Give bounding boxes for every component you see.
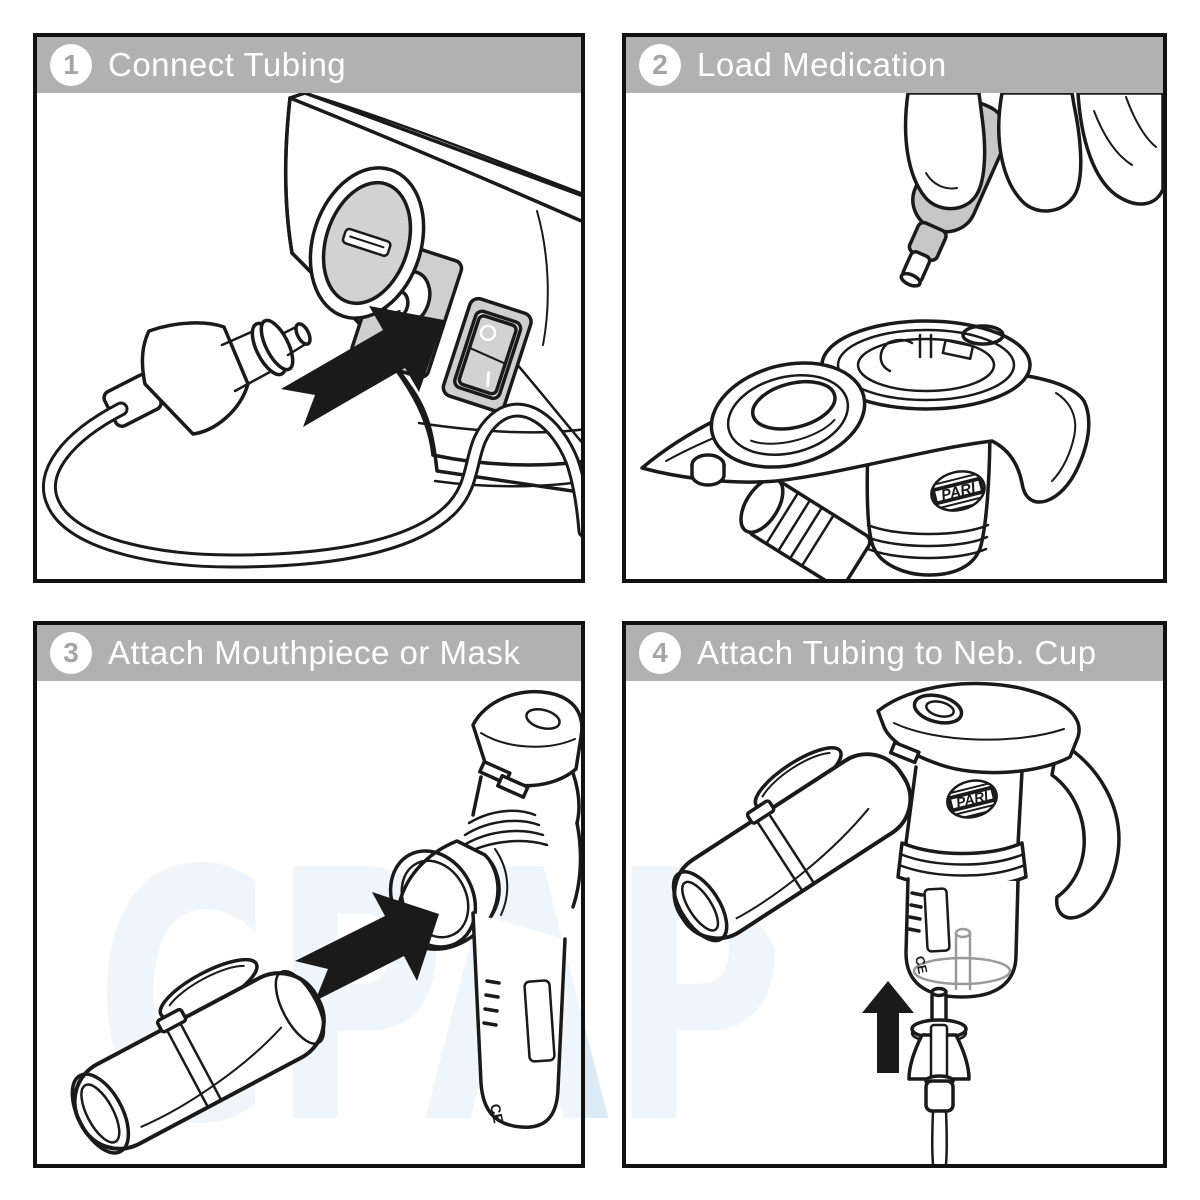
nebulizer-cup-open: PARI (640, 319, 1091, 579)
scale-marks (482, 979, 501, 1027)
power-on-symbol-icon (486, 371, 491, 387)
air-tube (931, 1109, 948, 1164)
cup-label (523, 979, 556, 1063)
compressor-machine (283, 93, 581, 495)
panel-1-illustration-area (37, 93, 581, 579)
attach-up-arrow-icon (862, 981, 914, 1073)
air-tube (44, 404, 581, 566)
assembled-nebulizer: PARI CE (671, 681, 1121, 999)
attach-mouthpiece-illustration: CE (70, 689, 581, 1155)
connect-tubing-illustration (41, 93, 581, 569)
panel-step-4: 4 Attach Tubing to Neb. Cup (622, 621, 1167, 1168)
step-4-badge: 4 (639, 632, 681, 674)
pari-logo: PARI (943, 779, 1001, 822)
tube-sleeve (924, 1079, 955, 1113)
panel-1-header: 1 Connect Tubing (37, 37, 581, 93)
panel-2-illustration-area: PARI (626, 93, 1163, 579)
nebulizer-cap (876, 681, 1081, 775)
step-1-badge: 1 (50, 44, 92, 86)
panel-4-illustration-area: PARI CE (626, 681, 1163, 1164)
cap-handle (1050, 739, 1121, 920)
panel-step-1: 1 Connect Tubing (33, 33, 585, 583)
power-off-symbol-icon (479, 324, 497, 342)
tubing-connector (102, 318, 312, 436)
hand (903, 93, 1163, 213)
cup-label (923, 887, 951, 953)
control-recess (308, 166, 464, 379)
attach-direction-arrow-icon (295, 892, 439, 1001)
pari-logo-text: PARI (954, 787, 990, 811)
nozzle-parts (879, 333, 975, 373)
medication-cup (471, 911, 567, 1129)
cup-stem (954, 931, 972, 991)
wing-hole (961, 324, 1005, 346)
load-medication-illustration: PARI (640, 93, 1163, 579)
scale-marks (907, 891, 924, 933)
step-2-badge: 2 (639, 44, 681, 86)
open-lid (709, 361, 867, 469)
cup-outlet-port (739, 476, 872, 579)
panel-4-title: Attach Tubing to Neb. Cup (697, 634, 1097, 671)
nebulizer-top: CE (388, 689, 581, 1129)
power-switch (441, 296, 533, 413)
ce-mark: CE (912, 955, 930, 976)
ce-mark: CE (487, 1102, 507, 1124)
attached-mouthpiece (671, 746, 913, 943)
panel-2-header: 2 Load Medication (626, 37, 1163, 93)
tubing-connector (907, 986, 971, 1164)
insert-direction-arrow-icon (281, 306, 444, 427)
attach-tubing-illustration: PARI CE (671, 681, 1121, 1164)
panel-step-2: 2 Load Medication (622, 33, 1167, 583)
panel-4-header: 4 Attach Tubing to Neb. Cup (626, 625, 1163, 681)
connector-cone (140, 321, 250, 436)
panel-3-illustration-area: CE (37, 681, 581, 1164)
panel-3-title: Attach Mouthpiece or Mask (108, 634, 521, 671)
panel-step-3: 3 Attach Mouthpiece or Mask (33, 621, 585, 1168)
panel-3-header: 3 Attach Mouthpiece or Mask (37, 625, 581, 681)
step-3-badge: 3 (50, 632, 92, 674)
mouthpiece (70, 957, 326, 1155)
panel-1-title: Connect Tubing (108, 46, 347, 83)
panel-2-title: Load Medication (697, 46, 947, 83)
